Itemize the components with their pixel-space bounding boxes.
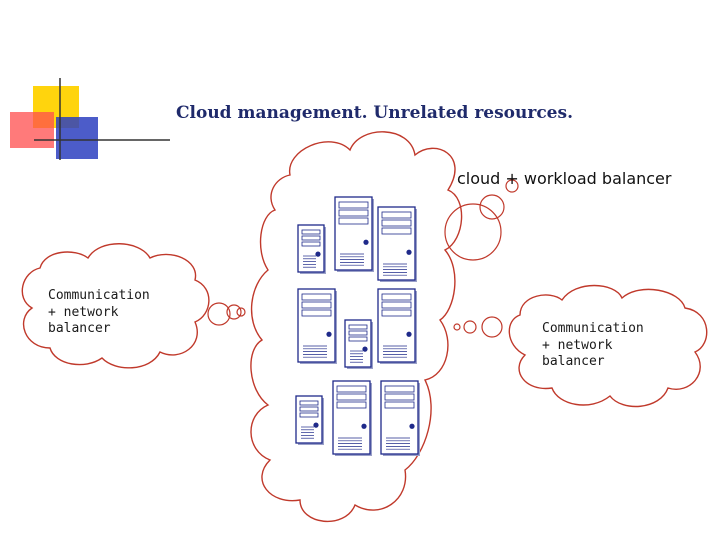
corner-decoration bbox=[10, 78, 170, 160]
central-cloud bbox=[250, 131, 463, 522]
cloud-callout-bubbles bbox=[444, 179, 519, 261]
server-icon bbox=[334, 196, 374, 272]
left-connector-bubbles bbox=[207, 302, 246, 326]
server-icon bbox=[344, 319, 373, 369]
slide-title: Cloud management. Unrelated resources. bbox=[176, 103, 573, 123]
right-balancer-cloud bbox=[508, 284, 708, 408]
server-icon bbox=[332, 380, 372, 456]
server-icon bbox=[377, 206, 417, 282]
server-icon bbox=[377, 288, 417, 364]
left-balancer-label: Communication + network balancer bbox=[48, 288, 150, 336]
right-connector-bubbles bbox=[453, 316, 503, 338]
server-icon bbox=[380, 380, 420, 456]
left-balancer-cloud bbox=[21, 243, 210, 369]
server-group bbox=[295, 196, 420, 456]
right-balancer-label: Communication + network balancer bbox=[542, 321, 644, 369]
server-icon bbox=[297, 288, 337, 364]
server-icon bbox=[297, 224, 326, 274]
server-icon bbox=[295, 395, 324, 445]
cloud-label: cloud + workload balancer bbox=[457, 169, 672, 188]
